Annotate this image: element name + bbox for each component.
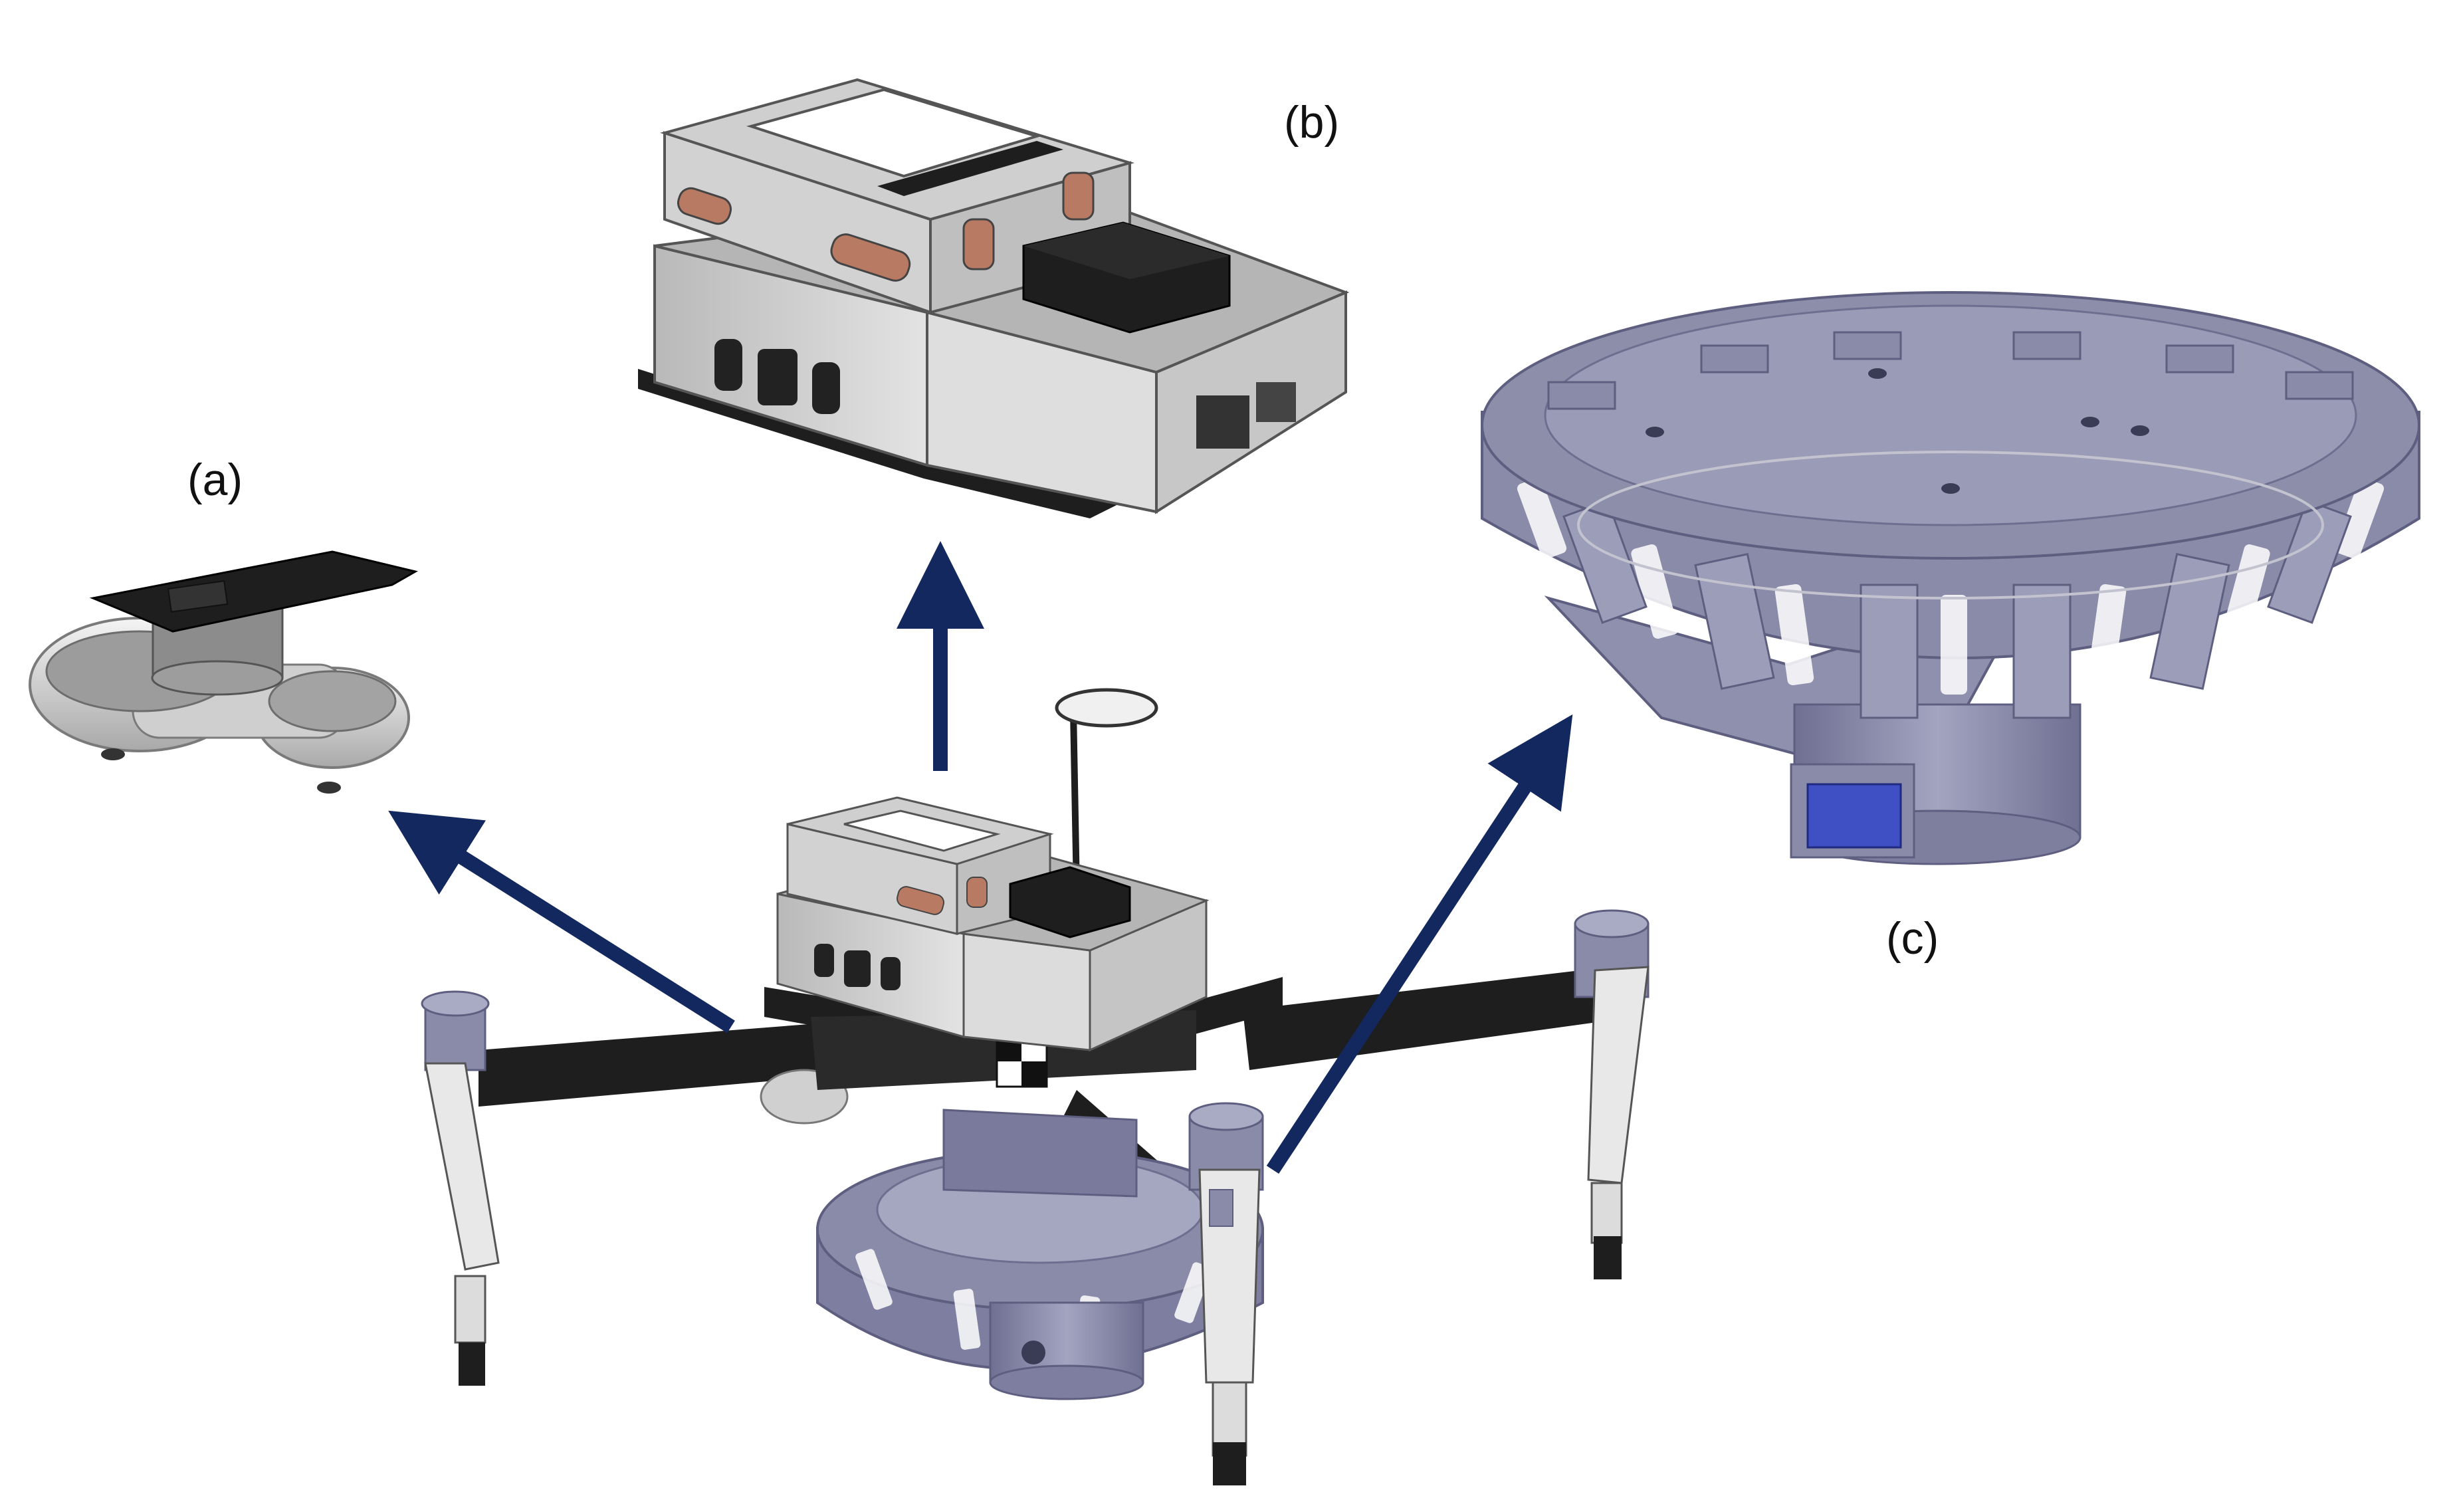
gimbal-module-icon bbox=[29, 550, 419, 794]
arrow-to-gimbal bbox=[388, 810, 735, 1033]
label-c: (c) bbox=[1886, 913, 1939, 964]
arrow-to-sensor-mount bbox=[1266, 714, 1573, 1174]
circular-sensor-mount-icon bbox=[1481, 291, 2420, 865]
label-b: (b) bbox=[1284, 97, 1340, 148]
compute-payload-box-icon bbox=[638, 78, 1350, 518]
label-a: (a) bbox=[187, 455, 243, 505]
quadcopter-drone-assembly-icon bbox=[421, 688, 1650, 1485]
